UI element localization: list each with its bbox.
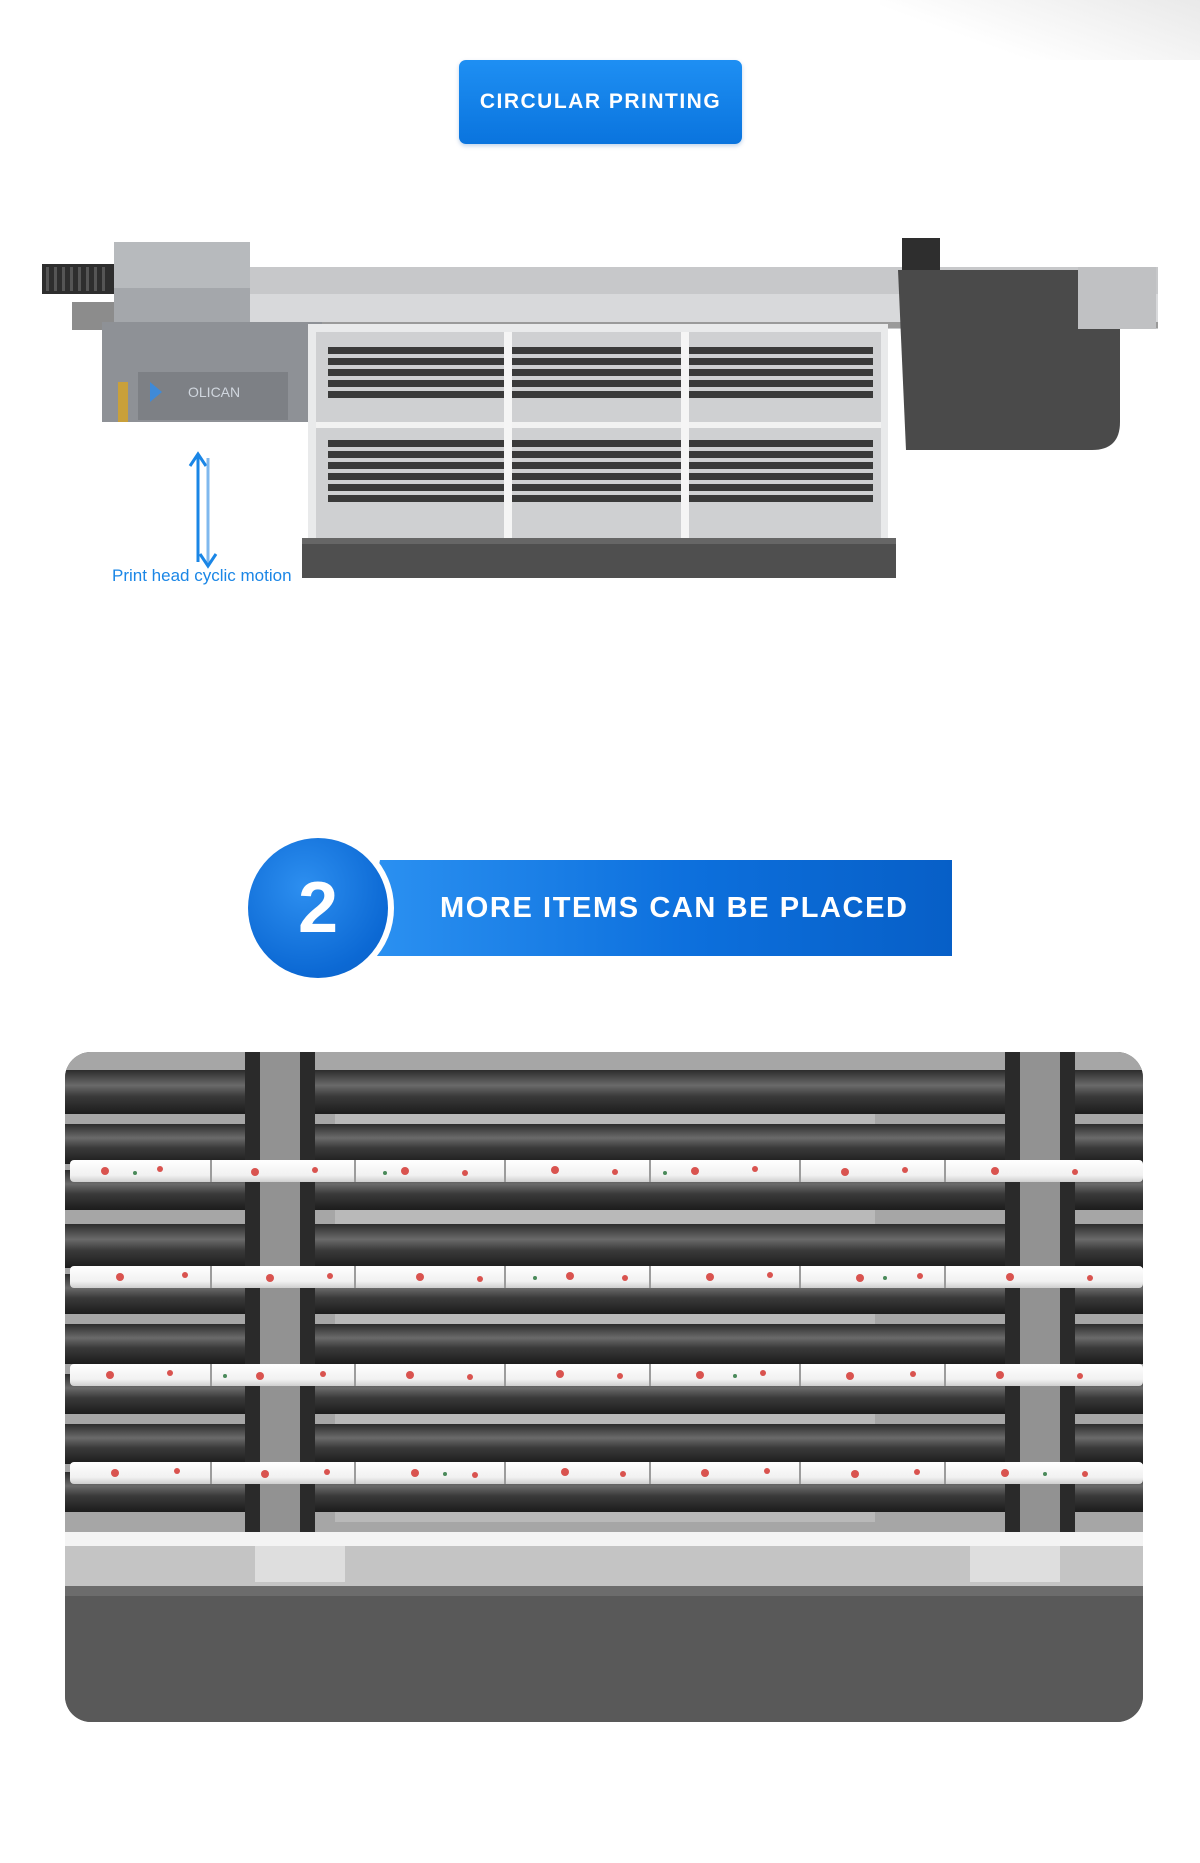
- rollers-closeup-image: [65, 1052, 1143, 1722]
- section2-title: MORE ITEMS CAN BE PLACED: [440, 891, 909, 924]
- circular-printing-badge: CIRCULAR PRINTING: [459, 60, 742, 144]
- print-head-motion-label: Print head cyclic motion: [112, 566, 292, 585]
- step-number-badge: 2: [248, 838, 388, 978]
- printer-top-view-image: OLICAN: [42, 238, 1158, 578]
- circular-printing-label: CIRCULAR PRINTING: [479, 90, 722, 113]
- step-number: 2: [297, 868, 339, 948]
- carriage-logo: OLICAN: [188, 384, 240, 400]
- section2-ribbon: [360, 860, 952, 956]
- corner-shade: [880, 0, 1200, 60]
- up-down-arrow-icon: [188, 451, 218, 569]
